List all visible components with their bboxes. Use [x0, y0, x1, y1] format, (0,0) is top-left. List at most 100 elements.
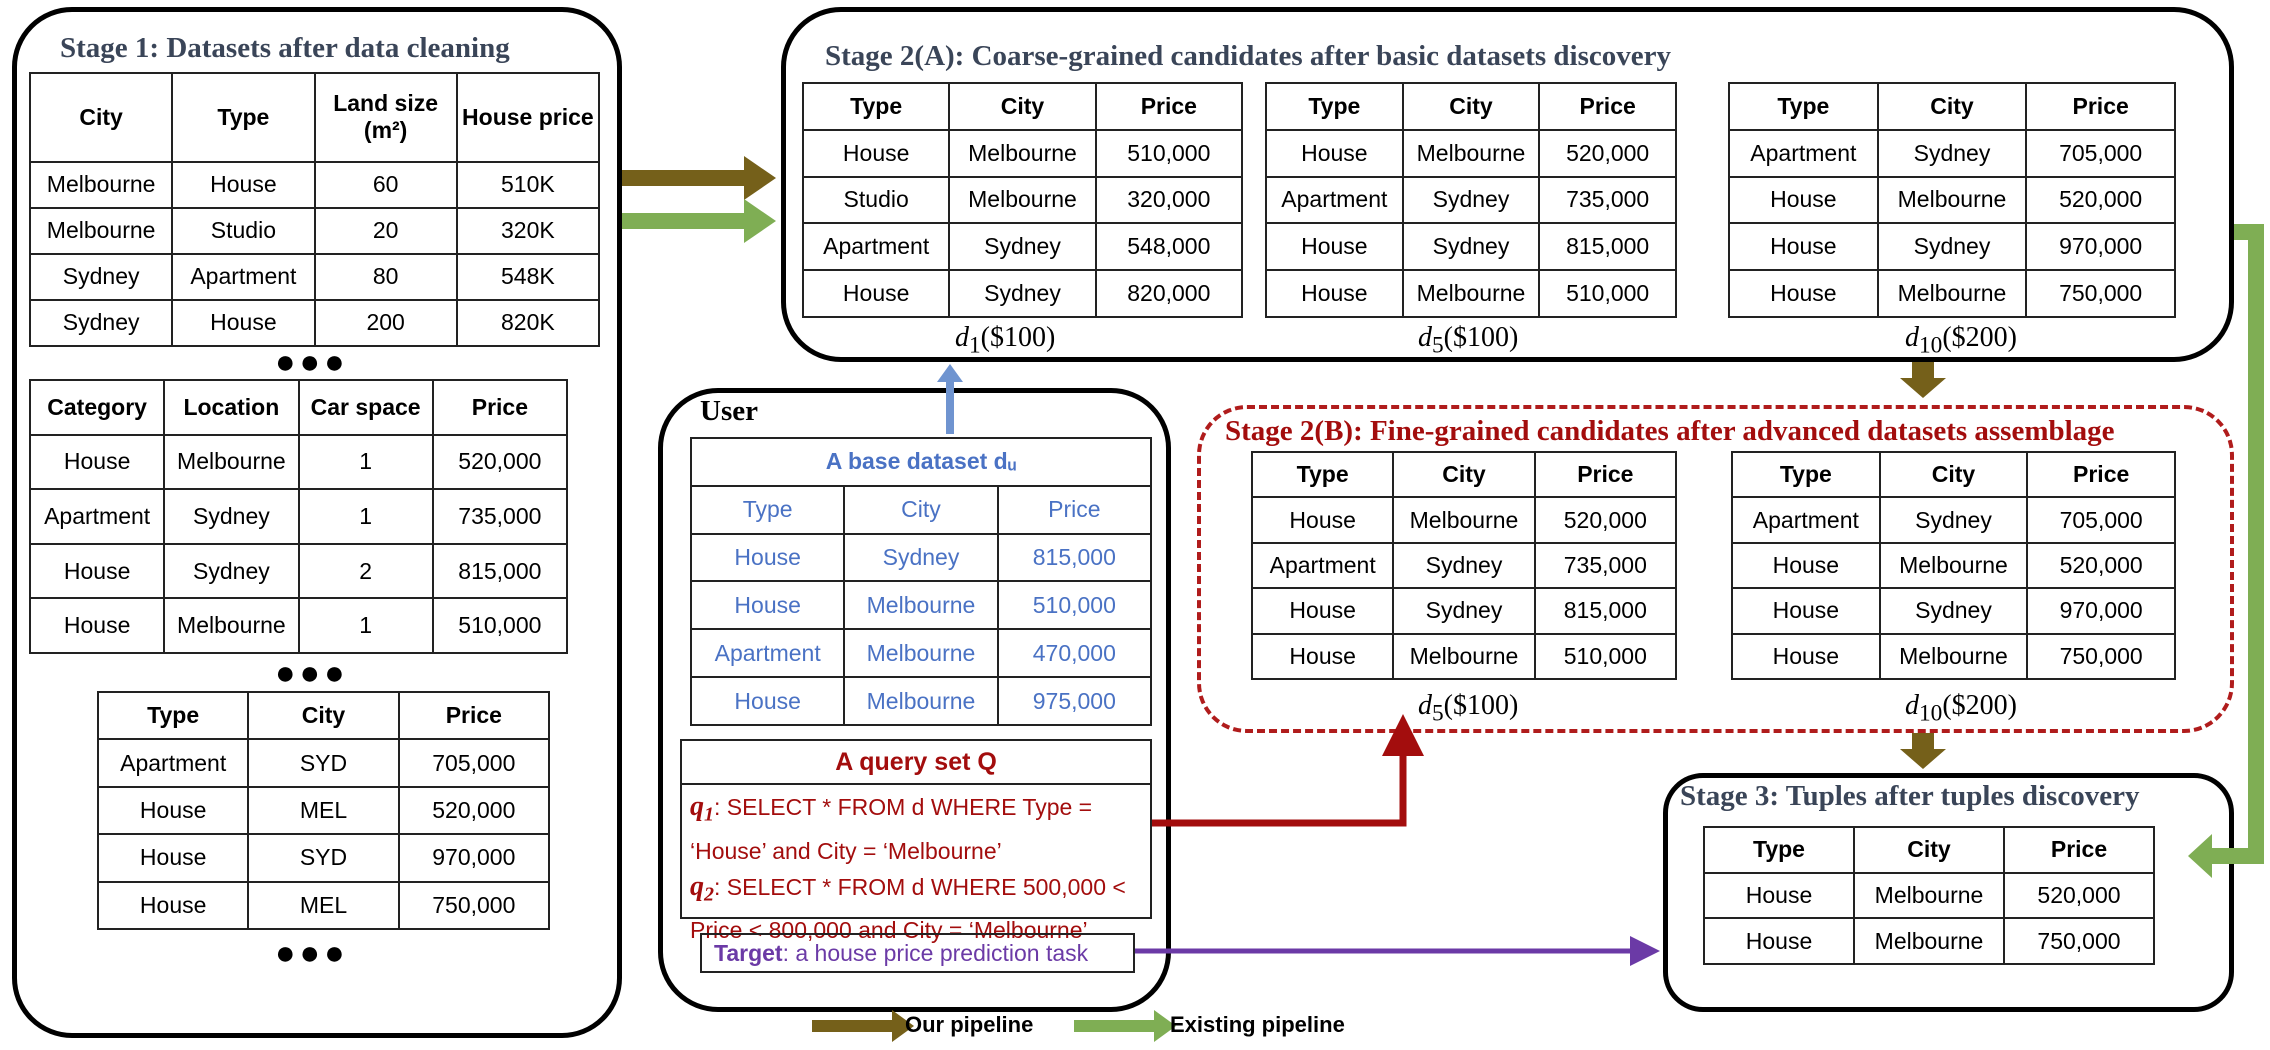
dataset-name: d: [955, 322, 969, 353]
table-cell: Sydney: [163, 488, 300, 545]
table-cell: 520,000: [397, 785, 551, 836]
table-cell: Melbourne: [1401, 128, 1541, 178]
our-pipeline-arrow-2a-2b: [1900, 362, 1946, 398]
table-cell: 548K: [455, 252, 601, 301]
query-set-title: A query set Q: [682, 741, 1150, 785]
column-header: Type: [1703, 826, 1855, 874]
table-cell: Sydney: [1876, 128, 2028, 178]
user-panel: [658, 388, 1171, 1012]
table-cell: Melbourne: [1853, 871, 2005, 920]
table-cell: MEL: [247, 785, 400, 836]
table-cell: House: [1265, 222, 1404, 272]
table-cell: House: [1703, 917, 1855, 965]
user-title: User: [700, 395, 758, 427]
table-cell: 820,000: [1094, 269, 1244, 318]
table-cell: 750,000: [397, 880, 551, 931]
table-cell: 510,000: [1538, 269, 1677, 318]
table-cell: House: [1728, 175, 1879, 225]
column-header: Type: [801, 82, 951, 131]
table-cell: Apartment: [171, 252, 316, 301]
table-cell: Sydney: [1392, 541, 1536, 590]
table-cell: Sydney: [843, 532, 999, 583]
table-cell: Sydney: [1401, 175, 1541, 225]
table-cell: House: [801, 128, 951, 178]
table-cell: Studio: [171, 206, 316, 255]
table-cell: 815,000: [431, 542, 569, 600]
column-header: Price: [2026, 450, 2176, 499]
dataset-label-d10: d10($200): [1905, 690, 2017, 728]
table-cell: 510K: [455, 160, 601, 209]
table-cell: 510,000: [996, 580, 1153, 631]
table-cell: 510,000: [1094, 128, 1244, 178]
column-header: House price: [455, 72, 601, 163]
table-cell: Melbourne: [1392, 632, 1536, 681]
table-cell: Melbourne: [163, 433, 300, 491]
table-cell: House: [1728, 269, 1879, 318]
table-cell: House: [1250, 496, 1395, 544]
table-cell: 975,000: [996, 676, 1153, 726]
dataset-cost: ($100): [1443, 690, 1519, 721]
table-cell: House: [689, 580, 846, 631]
column-header: Price: [1094, 82, 1244, 131]
table-cell: House: [1731, 541, 1881, 590]
stage1-panel: [12, 7, 622, 1038]
stage3-title: Stage 3: Tuples after tuples discovery: [1680, 780, 2140, 812]
table-cell: House: [1250, 587, 1395, 635]
table-cell: Apartment: [1265, 175, 1404, 225]
column-header: Category: [28, 379, 166, 436]
table-cell: Sydney: [1878, 496, 2029, 544]
dataset-cost: ($100): [980, 322, 1056, 353]
legend-existing-arrow: [1074, 1010, 1176, 1042]
table-cell: 520,000: [1538, 128, 1677, 178]
table-cell: Melbourne: [1853, 917, 2005, 965]
table-cell: Melbourne: [163, 597, 300, 654]
dataset-label-d10: d10($200): [1905, 322, 2017, 360]
table-cell: Sydney: [28, 298, 174, 348]
table-cell: 1: [297, 597, 434, 654]
column-header: Type: [689, 484, 846, 535]
table-cell: Melbourne: [1878, 632, 2029, 681]
column-header: City: [247, 690, 400, 741]
table-cell: 705,000: [2025, 128, 2176, 178]
table-cell: House: [1250, 632, 1395, 681]
column-header: Price: [431, 379, 569, 436]
column-header: Price: [1533, 450, 1678, 499]
column-header: Type: [1265, 82, 1404, 131]
table-cell: 510,000: [431, 597, 569, 654]
table-cell: Apartment: [28, 488, 166, 545]
query-index: 2: [704, 883, 714, 906]
table-cell: 705,000: [2026, 496, 2176, 544]
dataset-name: d: [1905, 690, 1919, 721]
table-cell: House: [96, 880, 250, 931]
table-cell: 1: [297, 433, 434, 491]
table-cell: House: [689, 676, 846, 726]
table-cell: 320,000: [1094, 175, 1244, 225]
table-cell: Melbourne: [948, 175, 1097, 225]
existing-pipeline-arrow-right: [2188, 224, 2264, 878]
